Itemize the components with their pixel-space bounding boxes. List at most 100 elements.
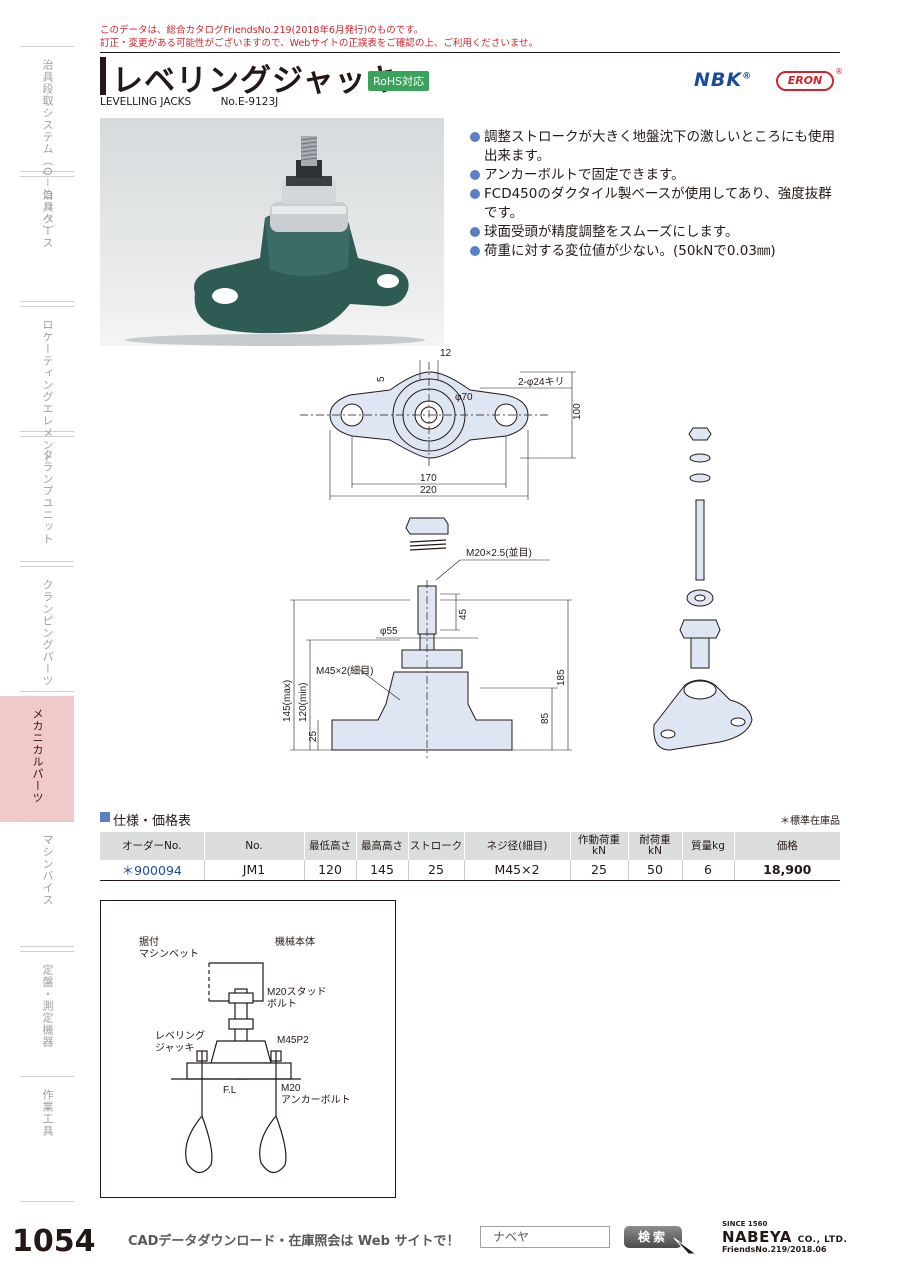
catalog-notice: このデータは、総合カタログFriendsNo.219(2018年6月発行)のもの… [100, 24, 538, 50]
cell-thread: M45×2 [464, 860, 571, 881]
label-levelling-jack: レベリングジャッキ [155, 1029, 205, 1054]
levelling-jack-photo [125, 136, 425, 346]
label-m45p2: M45P2 [277, 1035, 309, 1046]
tab-label: 作業工具 [41, 1089, 54, 1137]
dim-45: 45 [458, 608, 469, 620]
stock-note: ＊標準在庫品 [780, 816, 840, 827]
order-number-link[interactable]: ＊900094 [100, 860, 205, 881]
feature-item: アンカーボルトで固定できます。 [470, 166, 842, 185]
product-photo [100, 118, 444, 346]
cell-work-load: 25 [570, 860, 629, 881]
label-machine-body: 機械本体 [275, 935, 315, 948]
col-mass: 質量kg [682, 832, 735, 860]
tab-label: 定盤・測定機器 [41, 964, 54, 1048]
company-suffix: CO., LTD. [797, 1235, 848, 1245]
tab-clamping-parts[interactable]: クランピングパーツ [20, 566, 74, 692]
dim-85: 85 [540, 712, 551, 724]
col-min-height: 最低高さ [304, 832, 357, 860]
since-label: SINCE 1560 [722, 1220, 768, 1228]
installation-drawing: 据付マシンベット 機械本体 M20スタッドボルト レベリングジャッキ M45P2… [139, 935, 351, 1174]
label-floor-line: F.L [223, 1085, 237, 1096]
label-line: ボルト [267, 998, 297, 1010]
tab-clamp-unit[interactable]: クランプユニット [20, 436, 74, 562]
tab-label: マシンバイス [41, 834, 54, 906]
subtitle: LEVELLING JACKS No.E-9123J [100, 96, 304, 108]
spec-table-header: オーダーNo. No. 最低高さ 最高高さ ストローク ネジ径(細目) 作動荷重… [100, 832, 840, 860]
feature-item: FCD450のダクタイル製ベースが使用してあり、強度抜群です。 [470, 185, 842, 223]
exploded-view [653, 427, 753, 751]
search-button[interactable]: 検索 [624, 1226, 682, 1248]
cell-stroke: 25 [408, 860, 465, 881]
label-machine-bed-line1: 据付マシンベット [139, 935, 199, 960]
plan-view [300, 360, 576, 500]
title-accent-bar [100, 57, 106, 95]
cell-max-load: 50 [628, 860, 683, 881]
cell-max-height: 145 [356, 860, 409, 881]
dim-phi70: φ70 [455, 392, 473, 403]
spec-header: 仕様・価格表 ＊標準在庫品 [100, 810, 840, 829]
label-line: レベリング [155, 1029, 205, 1042]
tab-work-tools[interactable]: 作業工具 [20, 1076, 74, 1202]
label-line: 据付 [139, 935, 159, 948]
feature-item: 球面受頭が精度調整をスムーズにします。 [470, 223, 842, 242]
col-price: 価格 [734, 832, 840, 860]
catalog-number: No.E-9123J [220, 96, 279, 108]
dim-phi55: φ55 [380, 626, 398, 637]
feature-item: 調整ストロークが大きく地盤沈下の激しいところにも使用出来ます。 [470, 128, 842, 166]
tab-label: メカニカルパーツ [31, 708, 44, 804]
dim-100: 100 [572, 403, 583, 420]
col-thread: ネジ径(細目) [464, 832, 571, 860]
eron-logo: ERON [776, 71, 834, 91]
search-input[interactable]: ナベヤ [480, 1226, 610, 1248]
thread-m45-label: M45×2(細目) [316, 664, 374, 677]
cell-mass: 6 [682, 860, 735, 881]
tab-label: ロケーティングエレメント [41, 319, 54, 463]
installation-diagram: 据付マシンベット 機械本体 M20スタッドボルト レベリングジャッキ M45P2… [100, 900, 396, 1198]
tab-mechanical-parts[interactable]: メカニカルパーツ [0, 696, 74, 822]
feature-list: 調整ストロークが大きく地盤沈下の激しいところにも使用出来ます。 アンカーボルトで… [470, 128, 842, 261]
dim-25: 25 [308, 730, 319, 742]
dim-5: 5 [376, 376, 387, 382]
cell-min-height: 120 [304, 860, 357, 881]
tab-locating-element[interactable]: ロケーティングエレメント [20, 306, 74, 463]
label-line: アンカーボルト [281, 1094, 351, 1106]
notice-line-1: このデータは、総合カタログFriendsNo.219(2018年6月発行)のもの… [100, 25, 424, 36]
dim-12: 12 [440, 348, 452, 359]
table-row: ＊900094 JM1 120 145 25 M45×2 25 50 6 18,… [100, 860, 840, 881]
label-line: M20 [281, 1083, 301, 1094]
label-machine-bed: 据付マシンベット [139, 935, 199, 960]
nbk-logo: NBK® [694, 69, 752, 91]
page-number: 1054 [12, 1224, 96, 1259]
tab-label: クランプユニット [41, 449, 54, 545]
tab-machine-vise[interactable]: マシンバイス [20, 821, 74, 947]
side-view [290, 517, 572, 758]
category-sidebar: 治具段取システム（Q－ロック） 治具ベース ロケーティングエレメント クランプユ… [0, 46, 74, 1202]
tab-surface-plate[interactable]: 定盤・測定機器 [20, 951, 74, 1077]
tab-label: 治具ベース [41, 189, 54, 249]
company-logo: NABEYA CO., LTD. [722, 1228, 847, 1246]
label-line: マシンベット [139, 948, 199, 960]
dim-220: 220 [420, 485, 437, 496]
subtitle-english: LEVELLING JACKS [100, 96, 192, 108]
tab-label: 治具段取システム（Q－ロック） [41, 59, 54, 237]
notice-line-2: 訂正・変更がある可能性がございますので、Webサイトの正誤表をご確認の上、ご利用… [100, 38, 539, 49]
spec-title: 仕様・価格表 [113, 814, 192, 829]
page-title: レベリングジャッキ [112, 63, 399, 99]
spec-title-marker [100, 812, 110, 822]
dim-145max: 145(max) [282, 680, 293, 722]
cursor-arrow-icon [673, 1237, 698, 1258]
cell-no: JM1 [204, 860, 305, 881]
col-max-height: 最高高さ [356, 832, 409, 860]
title-row: レベリングジャッキ RoHS対応 NBK® ERON ® [100, 52, 843, 99]
col-stroke: ストローク [408, 832, 465, 860]
col-order-no: オーダーNo. [100, 832, 205, 860]
feature-item: 荷重に対する変位値が少ない。(50kNで0.03㎜) [470, 242, 842, 261]
thread-m20-label: M20×2.5(並目) [466, 546, 532, 559]
tab-jig-base[interactable]: 治具ベース [20, 176, 74, 302]
nbk-reg-mark: ® [742, 71, 753, 82]
label-stud-bolt: M20スタッドボルト [267, 986, 326, 1010]
company-name: NABEYA [722, 1228, 792, 1246]
tab-q-lock[interactable]: 治具段取システム（Q－ロック） [20, 46, 74, 237]
rohs-badge: RoHS対応 [368, 71, 430, 91]
